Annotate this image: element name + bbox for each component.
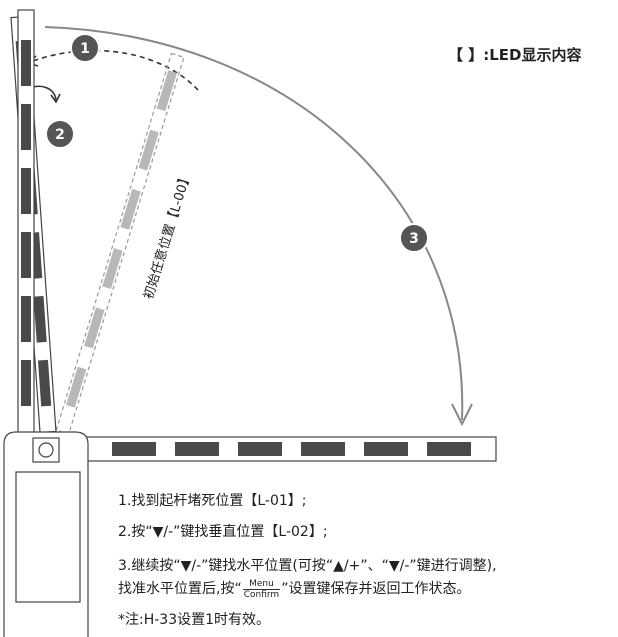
legend: 【 】:LED显示内容	[448, 46, 582, 64]
arm-segment	[21, 104, 31, 150]
arm-segment	[37, 359, 52, 407]
step-3-line-1: 3.继续按“▼/-”键找水平位置(可按“▲/+”、“▼/-”键进行调整),	[118, 558, 497, 574]
arm-segment	[364, 442, 408, 456]
svg-text:2: 2	[55, 127, 65, 143]
arm-segment	[301, 442, 345, 456]
arm-segment	[112, 442, 156, 456]
note: *注:H-33设置1时有效。	[118, 612, 271, 628]
step-1: 1.找到起杆堵死位置【L-01】;	[118, 493, 307, 509]
dashed-arc	[29, 49, 199, 91]
marker-1: 1	[70, 33, 100, 63]
arm-segment	[21, 296, 31, 342]
ghost-segment	[120, 188, 141, 230]
arrow-head	[451, 403, 473, 427]
arm-segment	[33, 295, 47, 343]
arm-segment	[238, 442, 282, 456]
barrier-cabinet	[3, 431, 89, 637]
initial-position-label: 初始任意位置【L-00】	[141, 170, 195, 301]
swing-arc	[44, 26, 464, 421]
ghost-segment	[66, 366, 87, 408]
arm-segment	[21, 40, 31, 86]
arm-segment	[21, 168, 31, 214]
step-2: 2.按“▼/-”键找垂直位置【L-02】;	[118, 524, 328, 540]
ghost-segment	[138, 129, 159, 171]
ghost-segment	[102, 248, 123, 290]
arm-segment	[21, 232, 31, 278]
initial-arm	[55, 52, 185, 435]
svg-text:1: 1	[80, 41, 90, 57]
arm-segment	[427, 442, 471, 456]
vertical-arm	[17, 9, 35, 435]
horizontal-arm	[59, 436, 497, 462]
marker-3: 3	[399, 223, 429, 253]
ghost-segment	[156, 70, 178, 112]
ghost-segment	[84, 307, 105, 349]
arm-segment	[21, 360, 31, 406]
marker-2: 2	[45, 119, 75, 149]
arm-segment	[175, 442, 219, 456]
svg-text:3: 3	[409, 231, 419, 247]
